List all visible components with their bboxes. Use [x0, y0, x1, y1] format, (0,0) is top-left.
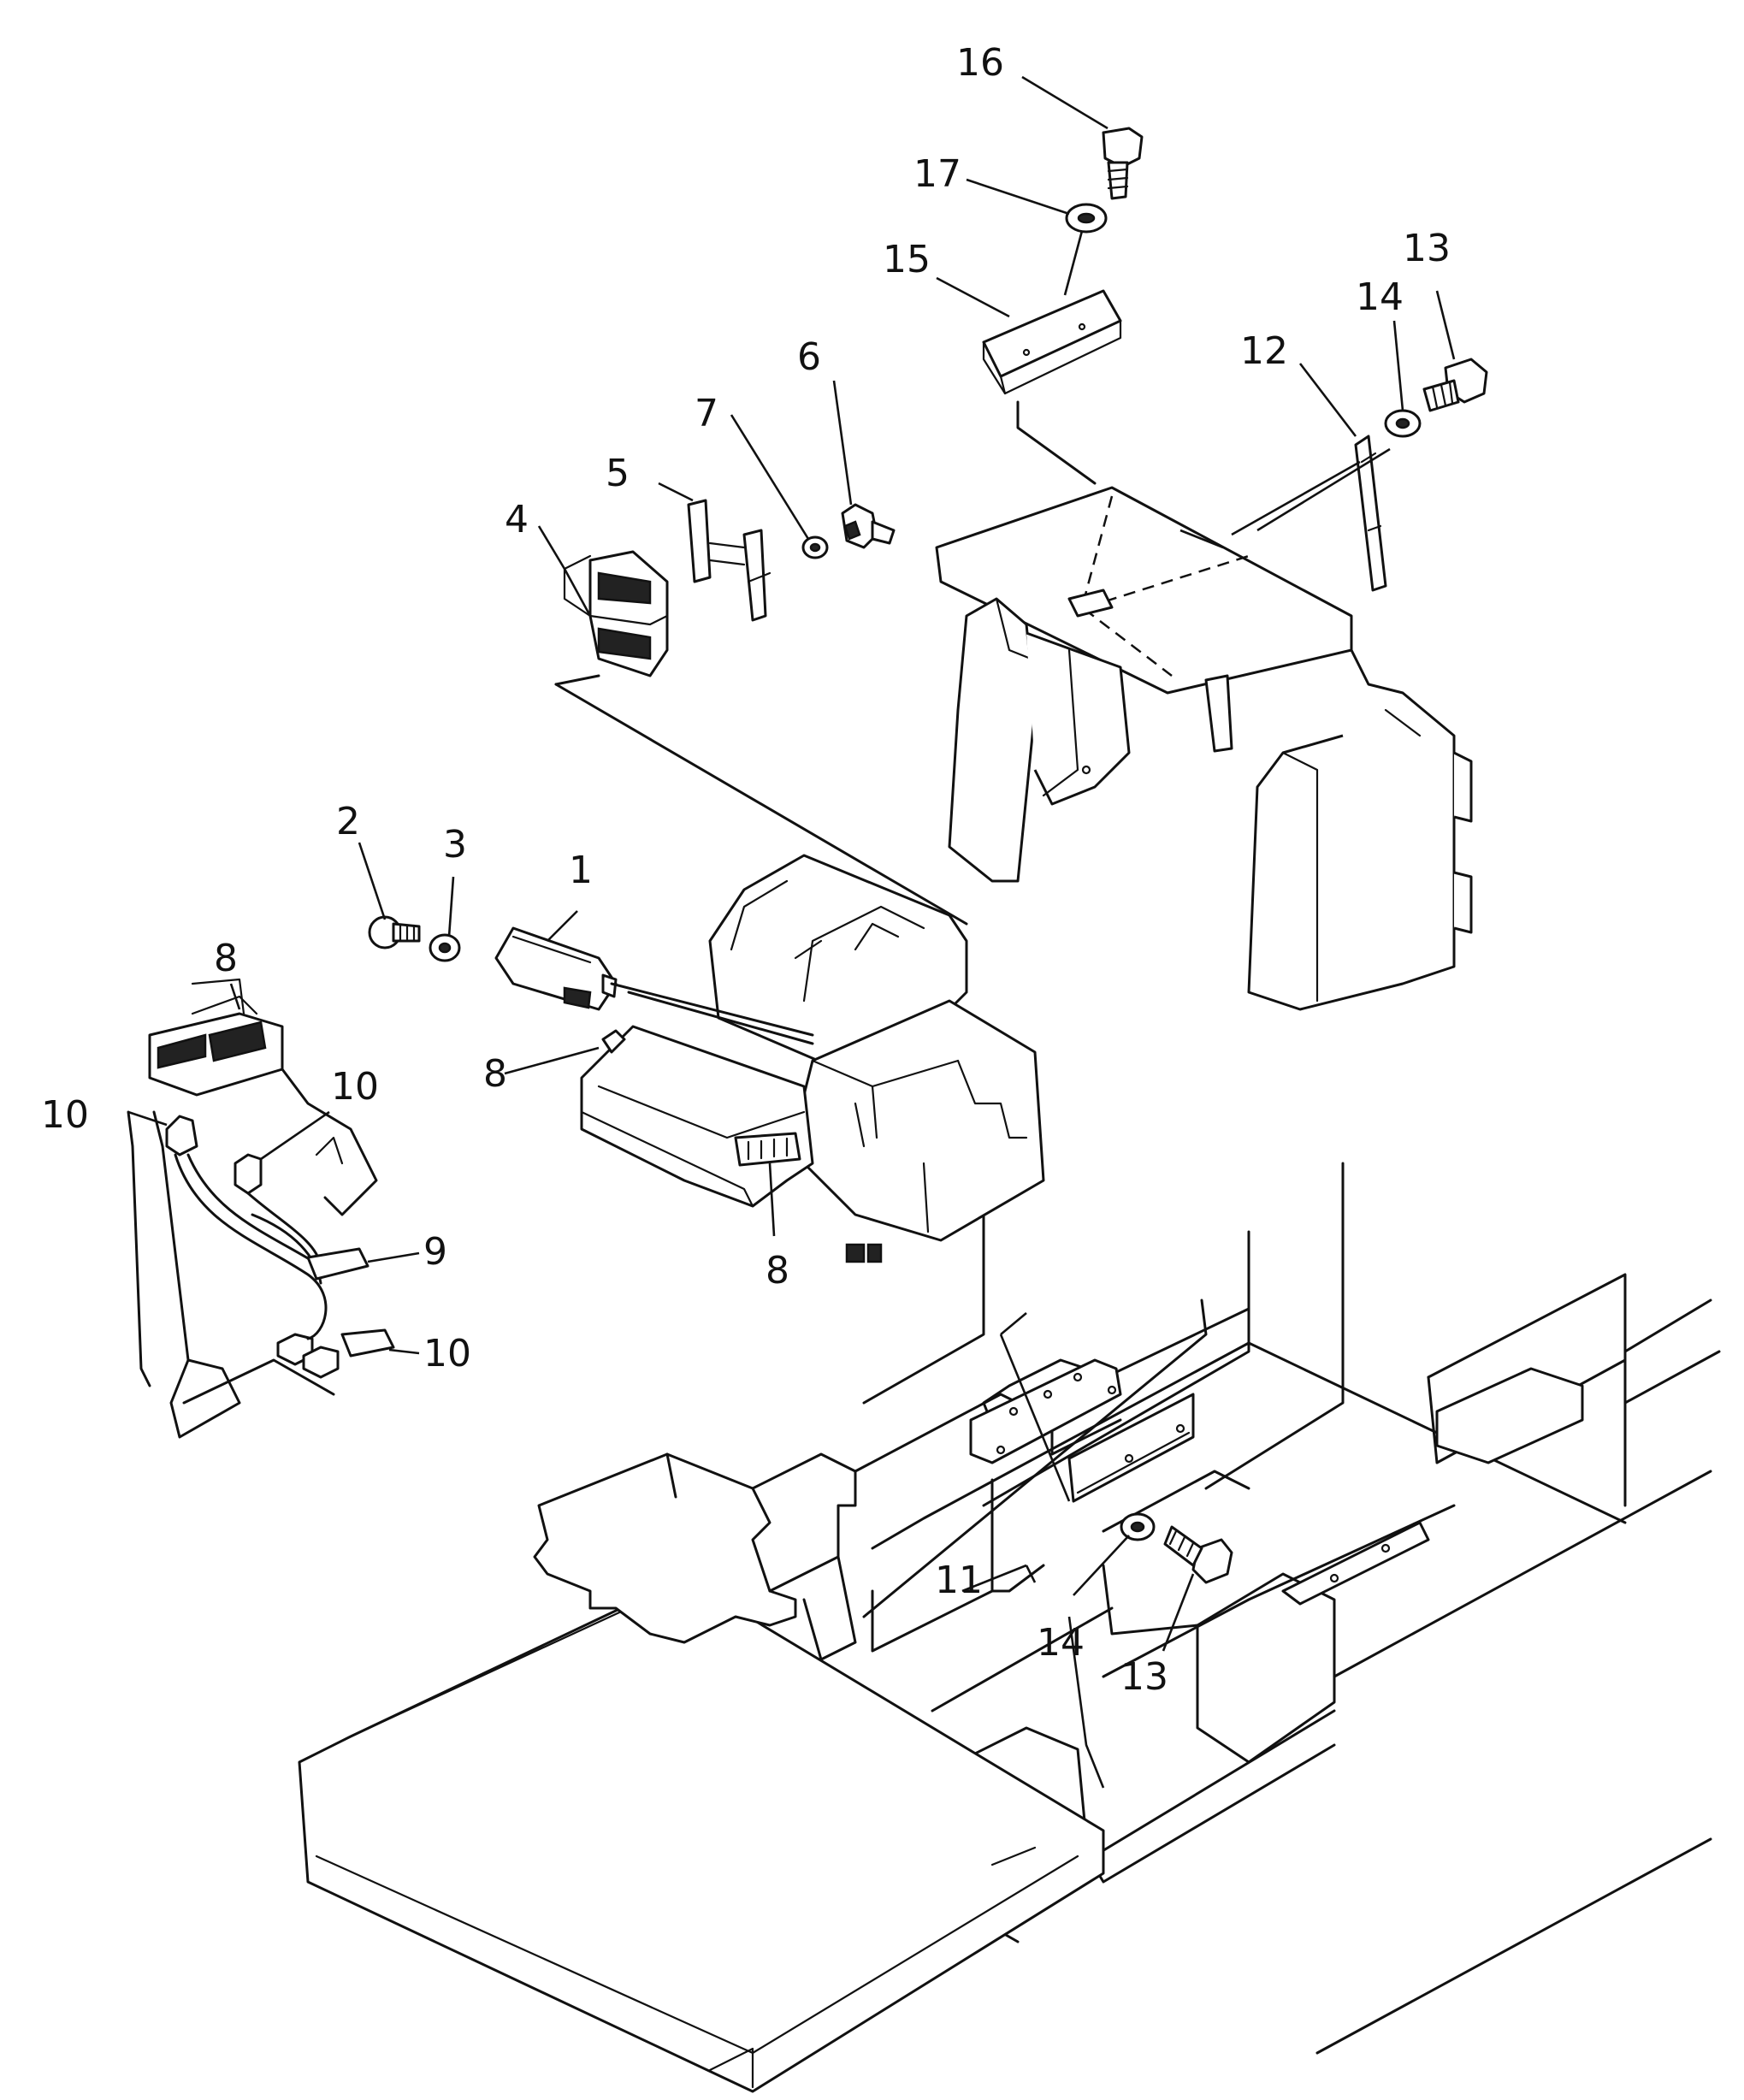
callout-9: 9	[423, 1230, 447, 1274]
callout-10-right: 10	[331, 1065, 379, 1109]
callout-8-left: 8	[214, 937, 238, 980]
right-frame-bracket	[1281, 1367, 1584, 1606]
callout-10-bottom: 10	[423, 1332, 471, 1375]
callout-5: 5	[606, 452, 630, 495]
callout-11: 11	[935, 1559, 983, 1602]
callout-17: 17	[913, 152, 961, 196]
part-8-connector	[601, 1029, 801, 1167]
callout-16: 16	[956, 41, 1004, 85]
part-4-gauge-box	[554, 550, 968, 926]
callout-6: 6	[797, 335, 821, 379]
rops-frame	[935, 486, 1473, 1011]
part-3-washer	[429, 933, 461, 962]
part-14-washer-top	[1384, 409, 1422, 438]
callout-1: 1	[569, 849, 593, 892]
frame-bracket	[969, 1358, 1122, 1464]
plate-11	[1067, 1393, 1195, 1503]
part-2-bolt	[368, 915, 421, 949]
leader-lines	[127, 75, 1456, 1789]
callout-4: 4	[505, 498, 529, 541]
part-13-bolt-top	[1422, 358, 1488, 412]
main-frame	[862, 1162, 1721, 2055]
part-5-bracket	[687, 499, 771, 622]
part-12-bracket	[1354, 435, 1387, 592]
part-14-washer-bottom	[1120, 1512, 1156, 1541]
floor-plate	[298, 1576, 1105, 2093]
part-7-washer	[801, 535, 829, 559]
part-1-module	[494, 926, 814, 1045]
part-6-knob	[841, 503, 896, 549]
callout-2: 2	[336, 800, 360, 843]
part-17-washer	[1065, 203, 1108, 234]
callout-8-bottom: 8	[766, 1249, 789, 1293]
callout-labels: 16 17 15 13 14 12 6 7 5 4 2 3 1 8 8 8 10…	[41, 41, 1451, 1699]
callout-14-top: 14	[1356, 275, 1404, 319]
callout-10-left: 10	[41, 1093, 89, 1137]
callout-15: 15	[883, 238, 931, 281]
callout-13-top: 13	[1403, 227, 1451, 270]
part-15-bracket	[982, 289, 1122, 485]
callout-14-bottom: 14	[1037, 1621, 1085, 1665]
part-16-bolt	[1102, 127, 1144, 200]
panel-box	[580, 854, 1045, 1263]
callout-3: 3	[443, 823, 467, 867]
part-13-bolt-bottom	[1163, 1525, 1233, 1584]
left-hose-assembly	[127, 978, 395, 1439]
callout-7: 7	[695, 392, 718, 435]
callout-12: 12	[1240, 329, 1288, 373]
callout-13-bottom: 13	[1120, 1655, 1168, 1699]
callout-8-mid: 8	[483, 1052, 507, 1096]
